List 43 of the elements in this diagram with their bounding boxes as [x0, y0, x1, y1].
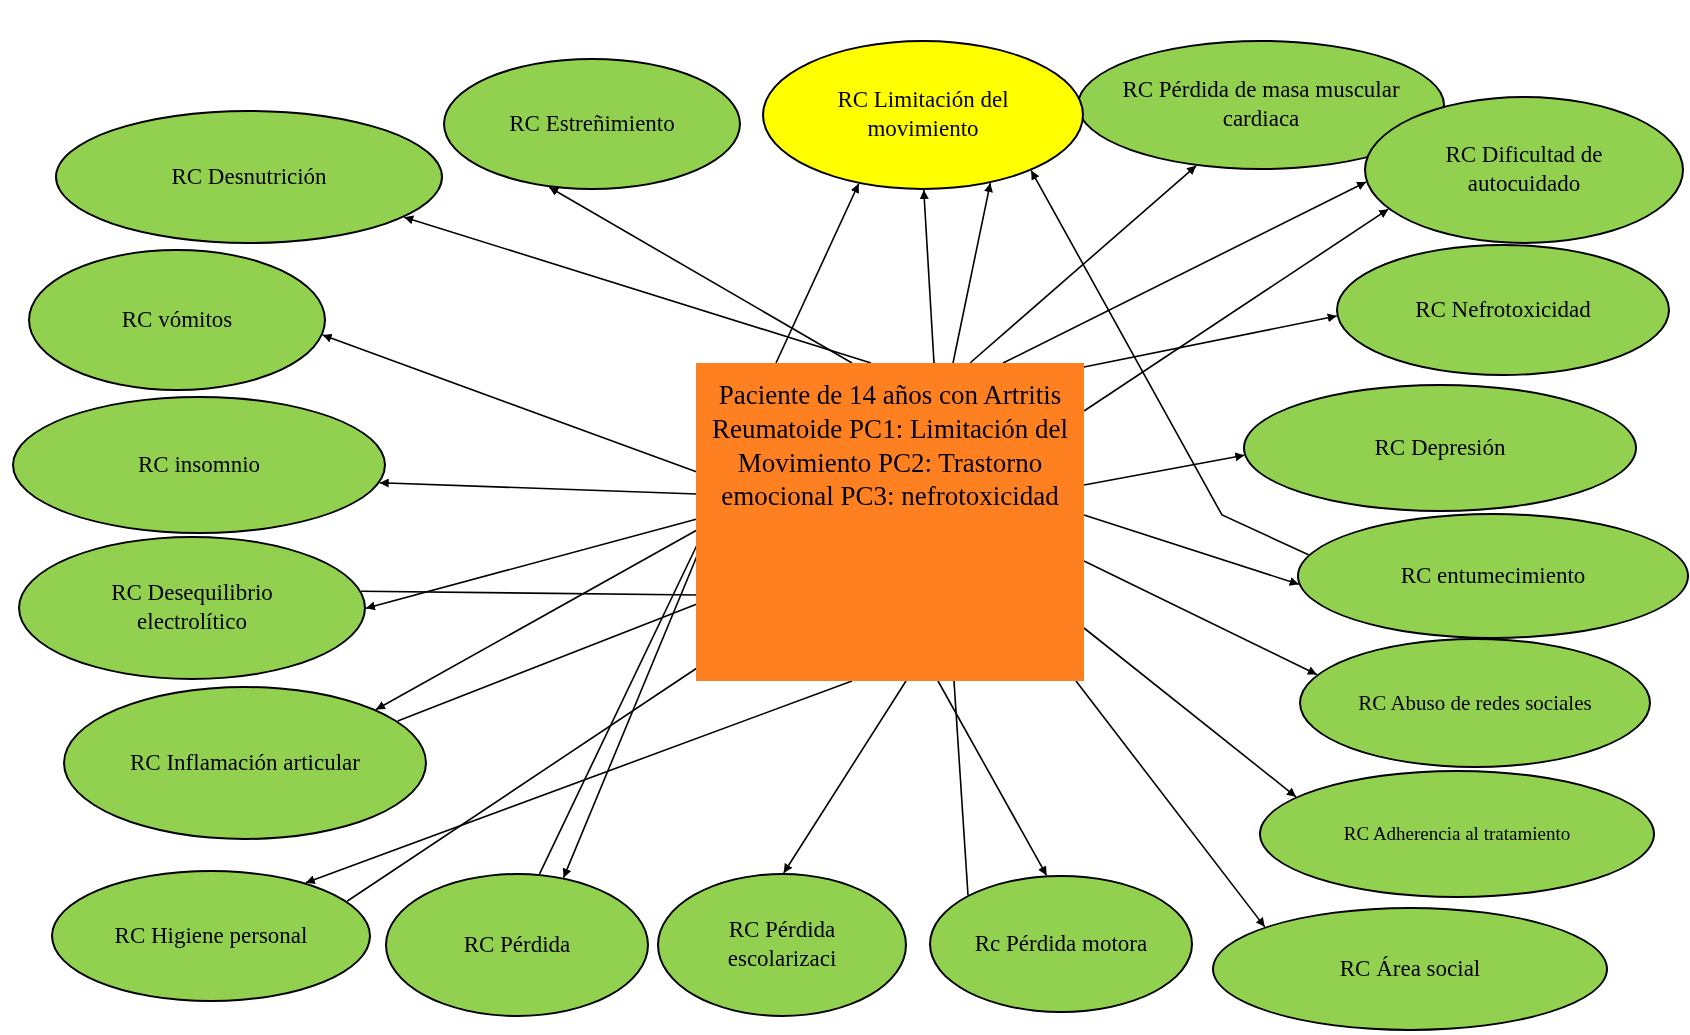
arrow — [375, 529, 698, 711]
arrow — [775, 182, 860, 364]
arrow — [1075, 680, 1266, 928]
arrow — [1083, 313, 1338, 368]
arrow — [1083, 627, 1297, 798]
arrow — [919, 189, 935, 364]
node-label: RC Pérdida escolarizaci — [726, 916, 838, 973]
node-label: RC Pérdida de masa muscular cardiaca — [1121, 76, 1401, 133]
central-process-box — [696, 363, 1084, 681]
arrow — [1083, 208, 1390, 412]
node-label: RC Inflamación articular — [130, 748, 360, 777]
node-label: RC Pérdida — [463, 930, 571, 959]
connector-line — [396, 603, 698, 722]
node-label: RC Área social — [1339, 954, 1481, 983]
node-label: Paciente de 14 años con Artritis Reumatoide PC1: Limitación del Movimiento PC2: Trastorno emocional PC3: nefrotoxicidad — [710, 379, 1070, 514]
arrow — [378, 478, 698, 495]
arrow — [969, 165, 1197, 364]
connector-line — [346, 667, 698, 903]
node-label: RC Limitación del movimiento — [836, 86, 1010, 143]
node-label: RC Abuso de redes sociales — [1358, 689, 1592, 717]
node-label: RC insomnio — [137, 450, 261, 479]
node-label: RC Desequilibrio electrolítico — [110, 579, 274, 636]
node-label: RC Depresión — [1374, 433, 1506, 462]
connector-line — [953, 680, 969, 896]
arrow — [305, 680, 853, 884]
node-label: RC vómitos — [121, 305, 233, 334]
arrow — [1002, 181, 1367, 364]
arrow — [1083, 560, 1318, 676]
node-label: RC Desnutrición — [171, 162, 327, 191]
connector-line — [538, 544, 698, 875]
node-label: RC Estreñimiento — [509, 109, 675, 138]
node-label: RC Dificultad de autocuidado — [1444, 141, 1604, 198]
node-label: RC Adherencia al tratamiento — [1343, 822, 1571, 846]
arrow — [1030, 169, 1310, 556]
node-label: RC Nefrotoxicidad — [1415, 295, 1591, 324]
arrow — [782, 680, 907, 874]
node-label: RC entumecimiento — [1400, 561, 1586, 590]
node-label: RC Higiene personal — [114, 921, 308, 950]
arrow — [952, 182, 993, 364]
node-label: Rc Pérdida motora — [974, 929, 1148, 958]
arrow — [403, 215, 872, 364]
arrow — [365, 518, 698, 611]
arrow — [937, 680, 1048, 877]
